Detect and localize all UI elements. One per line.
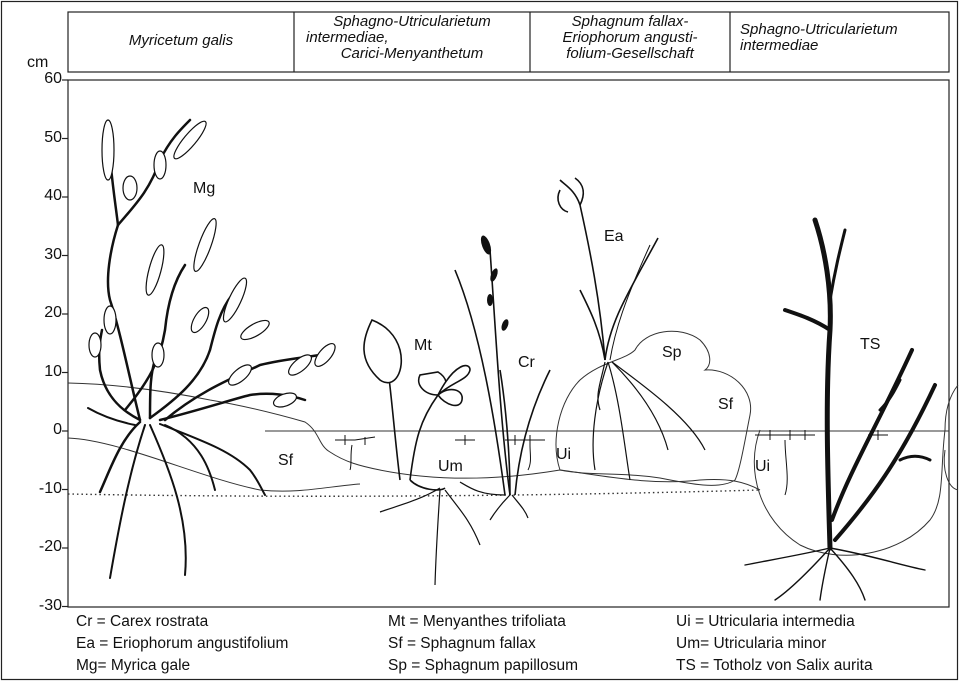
header-column-3-line-2: Eriophorum angusti- bbox=[532, 30, 728, 46]
minus-ten-dotted-line bbox=[68, 490, 760, 496]
label-mg: Mg bbox=[193, 180, 215, 198]
y-tick-label: 50 bbox=[0, 129, 62, 147]
header-column-4: Sphagno-Utricularietum intermediae bbox=[740, 22, 946, 82]
label-ui-right: Ui bbox=[755, 458, 770, 476]
y-tick-label: 30 bbox=[0, 246, 62, 264]
legend-entry: Sp = Sphagnum papillosum bbox=[388, 655, 578, 677]
menyanthes-plant bbox=[364, 320, 480, 585]
y-tick-label: -10 bbox=[0, 480, 62, 498]
header-column-3: Sphagnum fallax- Eriophorum angusti- fol… bbox=[532, 14, 728, 74]
y-tick-label: 60 bbox=[0, 70, 62, 88]
label-um: Um bbox=[438, 458, 463, 476]
legend-entry: Mt = Menyanthes trifoliata bbox=[388, 611, 578, 633]
y-tick-label: 10 bbox=[0, 363, 62, 381]
right-edge-hummock bbox=[944, 450, 958, 490]
legend-entry: Ea = Eriophorum angustifolium bbox=[76, 633, 288, 655]
header-column-2-line-3: Carici-Menyanthetum bbox=[296, 46, 528, 62]
y-tick-label: 40 bbox=[0, 187, 62, 205]
y-tick-label: 20 bbox=[0, 304, 62, 322]
y-axis-ticks bbox=[62, 80, 68, 607]
legend-entry: TS = Totholz von Salix aurita bbox=[676, 655, 873, 677]
header-column-2-line-2: intermediae, bbox=[296, 30, 528, 46]
header-column-3-line-1: Sphagnum fallax- bbox=[532, 14, 728, 30]
label-ts: TS bbox=[860, 336, 880, 354]
legend-entry: Um= Utricularia minor bbox=[676, 633, 873, 655]
header-column-2: Sphagno-Utricularietum intermediae, Cari… bbox=[296, 14, 528, 74]
label-sf-left: Sf bbox=[278, 452, 293, 470]
right-hummock bbox=[754, 385, 958, 555]
label-sp: Sp bbox=[662, 344, 682, 362]
header-column-1: Myricetum galis bbox=[68, 33, 294, 93]
y-tick-label: -20 bbox=[0, 538, 62, 556]
legend-entry: Ui = Utricularia intermedia bbox=[676, 611, 873, 633]
header-column-3-line-3: folium-Gesellschaft bbox=[532, 46, 728, 62]
label-sf-right: Sf bbox=[718, 396, 733, 414]
header-column-4-line-1: Sphagno-Utricularietum bbox=[740, 22, 946, 38]
legend-entry: Sf = Sphagnum fallax bbox=[388, 633, 578, 655]
header-column-1-line-1: Myricetum galis bbox=[68, 33, 294, 49]
legend-entry: Cr = Carex rostrata bbox=[76, 611, 288, 633]
salix-deadwood bbox=[745, 220, 935, 600]
header-column-4-line-2: intermediae bbox=[740, 38, 946, 54]
label-ea: Ea bbox=[604, 228, 624, 246]
legend-column-1: Cr = Carex rostrata Ea = Eriophorum angu… bbox=[76, 611, 288, 677]
header-column-2-line-1: Sphagno-Utricularietum bbox=[296, 14, 528, 30]
plot-area bbox=[68, 80, 949, 607]
y-tick-label: -30 bbox=[0, 597, 62, 615]
eriophorum-plant bbox=[558, 178, 705, 480]
label-mt: Mt bbox=[414, 337, 432, 355]
legend-column-3: Ui = Utricularia intermedia Um= Utricula… bbox=[676, 611, 873, 677]
sphagnum-lawn-left bbox=[68, 383, 760, 490]
label-cr: Cr bbox=[518, 354, 535, 372]
label-ui-mid: Ui bbox=[556, 446, 571, 464]
y-tick-label: 0 bbox=[0, 421, 62, 439]
legend-column-2: Mt = Menyanthes trifoliata Sf = Sphagnum… bbox=[388, 611, 578, 677]
legend-entry: Mg= Myrica gale bbox=[76, 655, 288, 677]
carex-rostrata-plant bbox=[455, 250, 550, 520]
